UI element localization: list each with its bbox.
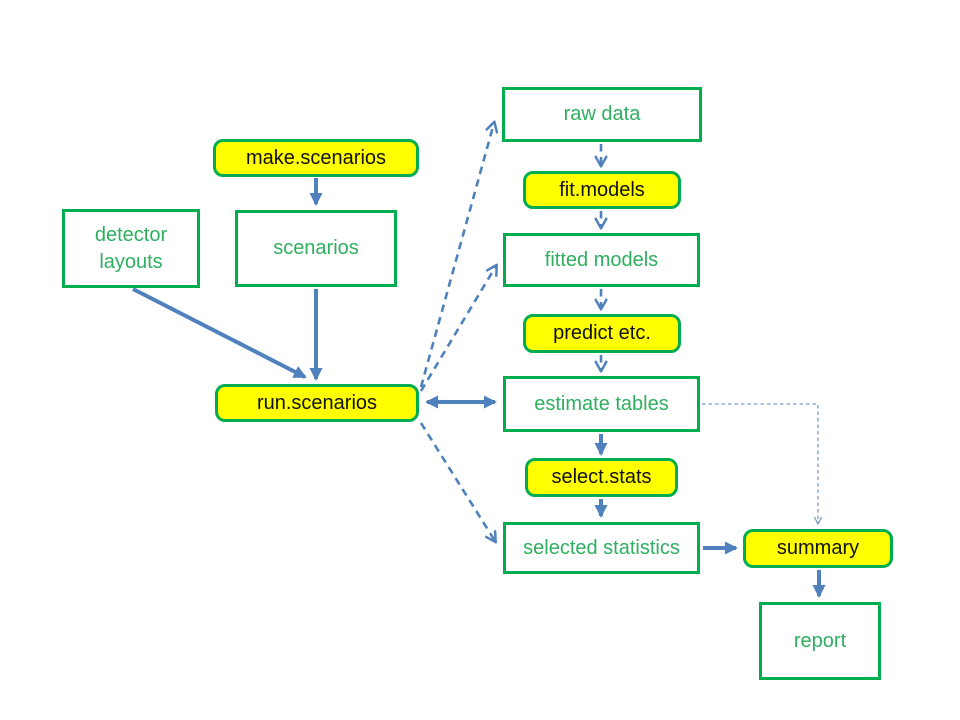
node-fitted-models: fitted models	[503, 233, 700, 287]
node-select-stats: select.stats	[525, 458, 678, 497]
node-detector-layouts: detector layouts	[62, 209, 200, 288]
edge-run_scenarios-to-fitted_models	[419, 266, 496, 392]
node-summary-label: summary	[776, 537, 860, 559]
node-scenarios: scenarios	[235, 210, 397, 287]
node-run-scenarios-label: run.scenarios	[256, 391, 378, 414]
node-summary: summary	[743, 529, 893, 568]
node-make-scenarios: make.scenarios	[213, 139, 419, 177]
node-fit-models-label: fit.models	[559, 178, 645, 201]
node-select-stats-label: select.stats	[551, 466, 652, 488]
node-predict-etc-label: predict etc.	[553, 322, 651, 344]
node-scenarios-label: scenarios	[273, 237, 359, 259]
node-make-scenarios-label: make.scenarios	[245, 146, 387, 169]
node-raw-data: raw data	[502, 87, 702, 142]
node-report: report	[759, 602, 881, 680]
node-selected-statistics-label: selected statistics	[523, 536, 680, 559]
node-predict-etc: predict etc.	[523, 314, 681, 353]
edge-estimate_tables-to-summary	[702, 403, 823, 526]
node-detector-layouts-label: detector layouts	[94, 223, 168, 273]
node-raw-data-label: raw data	[563, 103, 641, 125]
node-selected-statistics: selected statistics	[503, 522, 700, 574]
edge-detector_layouts-to-run_scenarios	[132, 287, 307, 379]
edge-run_scenarios-to-raw_data	[419, 123, 494, 388]
node-estimate-tables-label: estimate tables	[534, 392, 669, 415]
node-report-label: report	[793, 629, 847, 652]
node-fitted-models-label: fitted models	[544, 248, 659, 271]
node-fit-models: fit.models	[523, 171, 681, 209]
node-run-scenarios: run.scenarios	[215, 384, 419, 422]
node-estimate-tables: estimate tables	[503, 376, 700, 432]
edge-run_scenarios-to-selected_statistics	[419, 422, 495, 541]
